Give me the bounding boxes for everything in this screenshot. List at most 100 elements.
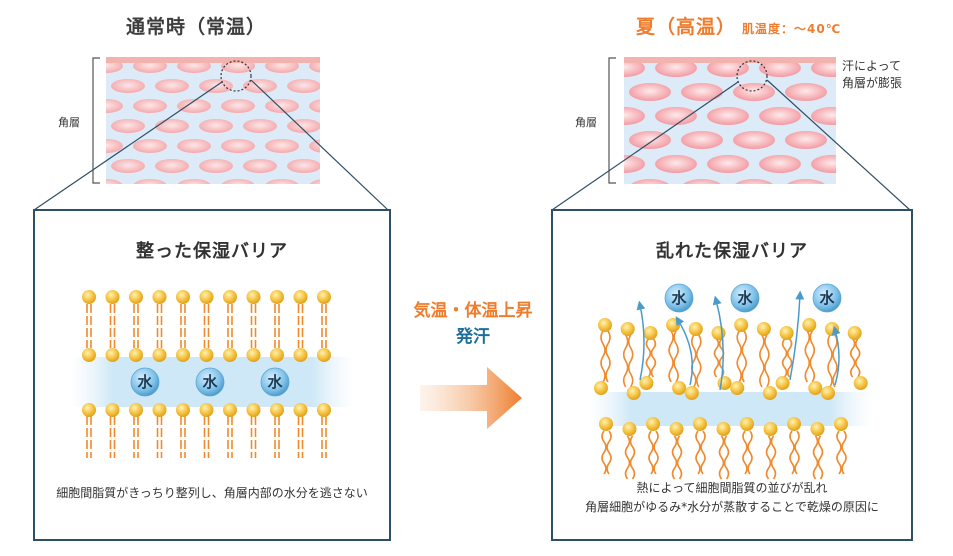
lipid-tail bbox=[622, 334, 629, 388]
normal-skin-cell bbox=[106, 139, 123, 153]
lipid-tail bbox=[812, 435, 819, 480]
summer-skin-cell bbox=[624, 155, 645, 173]
lipid-tail bbox=[601, 430, 607, 475]
lipid-head bbox=[270, 348, 284, 362]
lipid-tail bbox=[695, 430, 701, 475]
lipid-tail bbox=[817, 435, 824, 480]
normal-skin-cell bbox=[67, 79, 101, 93]
normal-skin-cell bbox=[177, 179, 211, 184]
normal-skin-cell bbox=[221, 179, 255, 184]
summer-skin-cell bbox=[551, 155, 593, 173]
lipid-tail bbox=[723, 435, 730, 480]
summer-skin-cell bbox=[655, 155, 697, 173]
summer-skin-cell bbox=[707, 155, 749, 173]
normal-skin-cell bbox=[45, 139, 79, 153]
water-molecule-label: 水 bbox=[737, 289, 753, 307]
progression-arrow bbox=[420, 367, 522, 429]
lipid-tail bbox=[764, 334, 770, 388]
summer-skin-cell bbox=[785, 131, 827, 149]
lipid-tail bbox=[736, 330, 742, 383]
summer-skin-cell bbox=[759, 59, 801, 77]
summer-skin-cell bbox=[811, 59, 836, 77]
summer-skin-cell bbox=[863, 107, 905, 125]
evaporation-arrow bbox=[675, 316, 693, 386]
lipid-head bbox=[716, 422, 731, 436]
lipid-head bbox=[808, 381, 823, 395]
lipid-tail bbox=[789, 430, 795, 475]
lipid-head bbox=[293, 290, 308, 304]
lipid-tail bbox=[832, 334, 838, 388]
normal-skin-cell bbox=[221, 99, 255, 113]
summer-skin-cell bbox=[683, 179, 721, 184]
summer-skin-cell bbox=[624, 107, 645, 125]
lipid-head bbox=[246, 290, 261, 304]
zoom-line-right-b bbox=[766, 79, 911, 211]
normal-skin-cell bbox=[265, 99, 299, 113]
lipid-head bbox=[317, 403, 331, 417]
lipid-head bbox=[763, 422, 778, 436]
summer-skin-cell bbox=[631, 179, 669, 184]
summer-skin-cell bbox=[785, 83, 827, 101]
lipid-tail bbox=[671, 435, 678, 480]
lipid-head bbox=[270, 403, 284, 417]
lipid-head bbox=[775, 376, 790, 390]
lipid-head bbox=[82, 290, 96, 304]
normal-skin-cell bbox=[287, 159, 320, 173]
skin-temp-label: 肌温度：～40℃ bbox=[742, 22, 842, 36]
summer-skin-cell bbox=[837, 179, 879, 197]
lipid-head bbox=[620, 322, 635, 336]
normal-skin-cell bbox=[243, 159, 277, 173]
summer-barrier-caption: 熱によって細胞間脂質の並びが乱れ 角層細胞がゆるみ*水分が蒸散することで乾燥の原… bbox=[553, 479, 911, 517]
water-molecule-label: 水 bbox=[267, 373, 283, 391]
lipid-tail bbox=[794, 430, 800, 475]
lipid-tail bbox=[770, 435, 777, 480]
water-molecule bbox=[260, 367, 290, 397]
normal-skin-cell bbox=[331, 79, 365, 93]
lipid-head bbox=[853, 376, 868, 390]
lipid-head bbox=[199, 348, 214, 362]
normal-skin-cell bbox=[67, 159, 101, 173]
summer-skin-cell bbox=[837, 131, 879, 149]
lipid-tail bbox=[836, 430, 842, 475]
lipid-tail bbox=[713, 338, 720, 378]
summer-skin-cell bbox=[629, 83, 671, 101]
lipid-tail bbox=[781, 338, 788, 378]
lipid-tail bbox=[676, 435, 683, 480]
water-molecule-label: 水 bbox=[671, 289, 687, 307]
layer-label-right: 角層 bbox=[575, 116, 597, 129]
lipid-head bbox=[129, 348, 143, 362]
lipid-head bbox=[105, 348, 120, 362]
evaporation-arrow bbox=[636, 300, 646, 381]
lipid-head bbox=[317, 290, 331, 304]
summer-skin-cell bbox=[551, 59, 593, 77]
lipid-tail bbox=[691, 334, 697, 388]
summer-skin-cell bbox=[681, 83, 723, 101]
lipid-head bbox=[693, 417, 707, 431]
title-normal: 通常時（常温） bbox=[125, 16, 266, 38]
water-molecule-label: 水 bbox=[137, 373, 153, 391]
swelling-note-line-1: 汗によって bbox=[842, 59, 902, 73]
lipid-head bbox=[246, 348, 261, 362]
summer-skin-cell bbox=[735, 179, 773, 184]
summer-skin-cell bbox=[787, 179, 825, 184]
lipid-tail bbox=[653, 430, 659, 475]
swelling-note-line-2: 角層が膨張 bbox=[842, 76, 903, 90]
summer-barrier-title: 乱れた保湿バリア bbox=[656, 241, 808, 262]
lipid-head bbox=[847, 326, 862, 340]
lipid-tail bbox=[741, 330, 747, 383]
lipid-tail bbox=[648, 430, 654, 475]
layer-label-left: 角層 bbox=[58, 116, 80, 129]
normal-barrier-title: 整った保湿バリア bbox=[136, 241, 288, 262]
evaporation-arrow bbox=[712, 295, 724, 391]
lipid-head bbox=[787, 417, 801, 431]
summer-skin-cell bbox=[733, 83, 775, 101]
lipid-head bbox=[82, 403, 96, 417]
lipid-tail bbox=[718, 435, 725, 480]
lipid-head bbox=[598, 318, 612, 332]
normal-skin-cell bbox=[133, 99, 167, 113]
summer-skin-cell bbox=[681, 131, 723, 149]
normal-skin-cell bbox=[111, 79, 145, 93]
lipid-head bbox=[688, 322, 703, 336]
zoom-circle-left bbox=[220, 60, 252, 92]
lipid-head bbox=[152, 290, 167, 304]
